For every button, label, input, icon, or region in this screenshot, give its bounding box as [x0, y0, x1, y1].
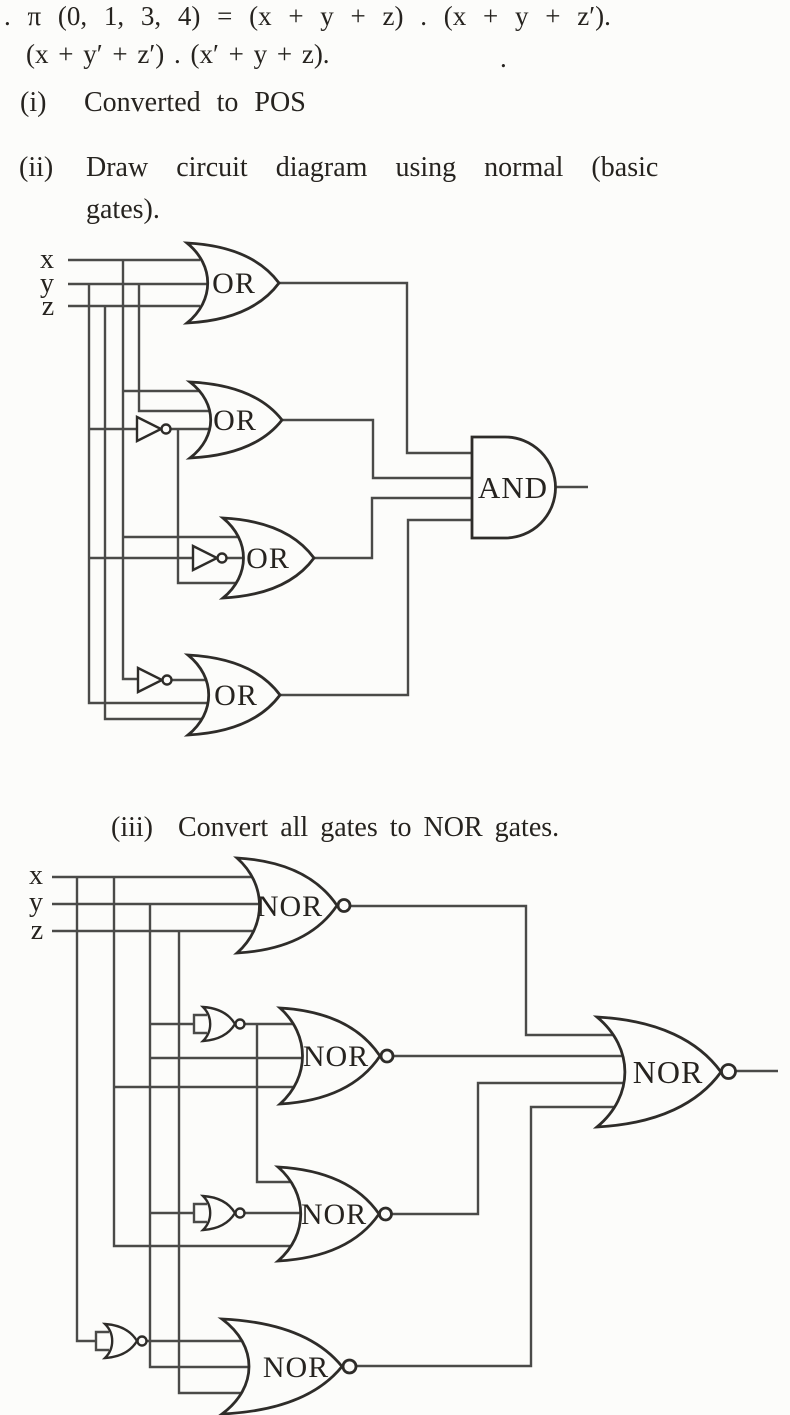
- nor-gates-circuit: x y z NOR NOR NOR NOR NOR: [29, 856, 778, 1415]
- item-ii-text: Draw circuit diagram using normal (basic: [86, 152, 659, 183]
- nor4-bubble: [341, 1358, 358, 1375]
- nor3-gate: [273, 1165, 381, 1263]
- basic-circuit-wires: [68, 258, 588, 721]
- not3-inverter-bubble: [161, 674, 173, 686]
- wire-bus-y-branch: [87, 284, 220, 705]
- wire-nor1-to-final: [350, 904, 640, 1037]
- wire-nor4-to-final: [356, 1105, 640, 1368]
- final-nor-label: NOR: [633, 1054, 704, 1090]
- nor-input-x-label: x: [29, 860, 43, 891]
- invA-bubble: [234, 1018, 246, 1030]
- nor2-bubble: [379, 1048, 395, 1064]
- or1-label: OR: [212, 267, 256, 300]
- not3-inverter-triangle: [136, 666, 165, 694]
- item-i-number: (i): [20, 87, 47, 118]
- wire-bus-x2: [112, 877, 320, 1248]
- wire-bus-z-branch: [103, 306, 215, 721]
- nor3-label: NOR: [301, 1198, 367, 1231]
- final-nor-bubble: [720, 1063, 737, 1080]
- nor3-bubble: [378, 1206, 393, 1222]
- not1-inverter-triangle: [135, 415, 164, 443]
- wire-bus-y2: [148, 904, 322, 1369]
- input-z-label: z: [42, 291, 54, 322]
- invC-bubble: [136, 1335, 148, 1347]
- nor2-label: NOR: [303, 1040, 369, 1073]
- invA-input-bracket: [192, 1013, 207, 1035]
- nor-circuit-gates: [94, 856, 737, 1415]
- item-i-text: Converted to POS: [84, 87, 306, 118]
- wire-nor3-to-final: [392, 1081, 640, 1216]
- or4-gate: [183, 653, 282, 737]
- input-y-label: y: [40, 268, 54, 299]
- invB-bubble: [234, 1207, 246, 1219]
- nor1-bubble: [336, 898, 352, 913]
- invB-nor-inverter: [199, 1194, 237, 1232]
- or2-label: OR: [213, 404, 257, 437]
- and-gate: [470, 435, 557, 540]
- wire-or4-to-and: [279, 518, 474, 697]
- basic-circuit-labels: x y z OR OR OR OR AND: [40, 244, 548, 712]
- not2-inverter-bubble: [216, 552, 228, 564]
- or3-gate: [218, 516, 316, 600]
- input-x-label: x: [40, 244, 54, 275]
- nor1-gate: [233, 856, 339, 955]
- basic-gates-circuit: x y z OR OR OR OR AND: [40, 241, 588, 737]
- nor1-label: NOR: [257, 890, 323, 923]
- invA-nor-inverter: [199, 1005, 237, 1043]
- invB-input-bracket: [192, 1202, 207, 1224]
- wire-bus-or2-mid: [137, 284, 220, 413]
- nor-input-z-label: z: [31, 915, 43, 946]
- basic-circuit-gates: [135, 241, 557, 737]
- or1-gate: [182, 241, 281, 325]
- nor4-gate: [217, 1317, 344, 1415]
- item-iii-number: (iii): [111, 812, 153, 843]
- problem-expression-line1: . π (0, 1, 3, 4) = (x + y + z) . (x + y …: [4, 1, 611, 31]
- nor-circuit-labels: x y z NOR NOR NOR NOR NOR: [29, 860, 704, 1384]
- wire-or2-to-and: [281, 418, 474, 480]
- item-ii-number: (ii): [19, 152, 54, 183]
- problem-expression-line2: (x + y′ + z′) . (x′ + y + z).: [26, 39, 330, 69]
- or3-label: OR: [246, 542, 290, 575]
- item-iii-text: Convert all gates to NOR gates.: [178, 812, 560, 843]
- nor2-gate: [276, 1006, 382, 1106]
- stray-scan-mark: .: [500, 43, 507, 73]
- not2-inverter-triangle: [191, 544, 220, 572]
- wire-or1-to-and: [278, 281, 474, 455]
- nor-circuit-wires: [52, 875, 778, 1395]
- invC-nor-inverter: [101, 1322, 139, 1360]
- or2-gate: [185, 380, 284, 460]
- wire-bus-x1: [75, 877, 96, 1343]
- wire-or3-to-and: [313, 496, 474, 560]
- or4-label: OR: [214, 679, 258, 712]
- nor4-label: NOR: [263, 1351, 329, 1384]
- final-nor-gate: [592, 1015, 723, 1129]
- wire-bus-z2: [177, 931, 262, 1395]
- item-ii-text-continued: gates).: [86, 194, 160, 225]
- not1-inverter-bubble: [160, 423, 172, 435]
- nor-input-y-label: y: [29, 887, 43, 918]
- and-label: AND: [478, 470, 548, 505]
- invC-input-bracket: [94, 1330, 109, 1352]
